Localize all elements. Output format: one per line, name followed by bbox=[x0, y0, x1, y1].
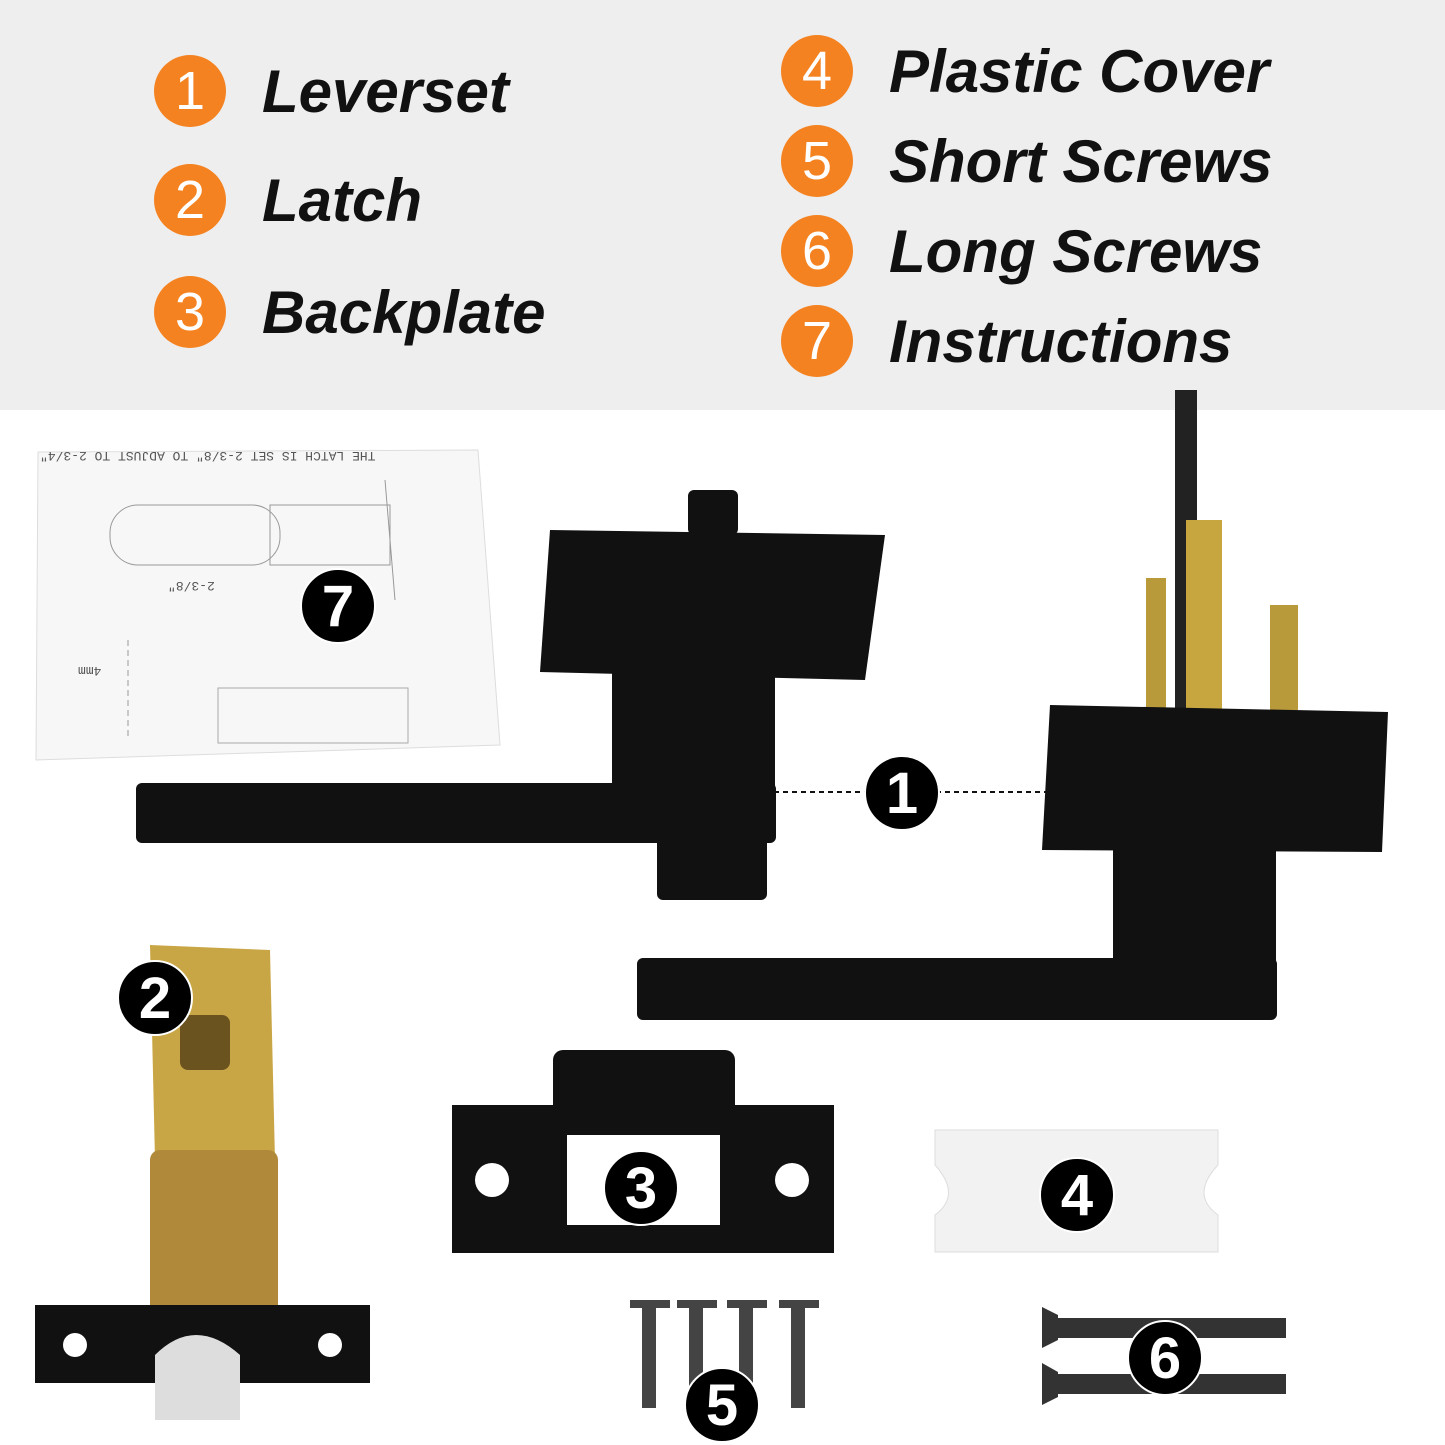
instructions-measure-text: 4mm bbox=[78, 663, 102, 678]
number-badge: 5 bbox=[781, 125, 853, 197]
number-badge: 6 bbox=[781, 215, 853, 287]
leverset-right bbox=[637, 390, 1388, 1020]
number-badge: 4 bbox=[781, 35, 853, 107]
legend-label: Instructions bbox=[889, 307, 1233, 375]
marker-instructions: 7 bbox=[300, 568, 376, 644]
marker-latch: 2 bbox=[117, 960, 193, 1036]
latch bbox=[35, 945, 370, 1420]
number-badge: 1 bbox=[154, 55, 226, 127]
number-badge: 7 bbox=[781, 305, 853, 377]
marker-short-screws: 5 bbox=[684, 1367, 760, 1443]
legend-label: Leverset bbox=[262, 57, 509, 125]
instructions-header-text: THE LATCH IS SET 2-3/8" TO ADJUST TO 2-3… bbox=[40, 448, 376, 463]
number-badge: 2 bbox=[154, 164, 226, 236]
legend-label: Long Screws bbox=[889, 217, 1263, 285]
legend-label: Backplate bbox=[262, 278, 546, 346]
legend-label: Latch bbox=[262, 166, 423, 234]
marker-backplate: 3 bbox=[603, 1150, 679, 1226]
instructions-dimension-text: 2-3/8" bbox=[168, 578, 215, 593]
legend-item-instructions: 7 Instructions bbox=[781, 305, 1232, 377]
number-badge: 3 bbox=[154, 276, 226, 348]
legend-item-long-screws: 6 Long Screws bbox=[781, 215, 1262, 287]
marker-leverset: 1 bbox=[864, 755, 940, 831]
legend-item-plastic-cover: 4 Plastic Cover bbox=[781, 35, 1269, 107]
marker-long-screws: 6 bbox=[1127, 1320, 1203, 1396]
instructions-sheet bbox=[35, 449, 501, 761]
leverset-left bbox=[136, 490, 885, 900]
legend-label: Plastic Cover bbox=[889, 37, 1270, 105]
legend-item-short-screws: 5 Short Screws bbox=[781, 125, 1272, 197]
legend-item-leverset: 1 Leverset bbox=[154, 55, 509, 127]
legend-item-latch: 2 Latch bbox=[154, 164, 422, 236]
legend-band bbox=[0, 0, 1445, 410]
marker-plastic-cover: 4 bbox=[1039, 1157, 1115, 1233]
legend-item-backplate: 3 Backplate bbox=[154, 276, 545, 348]
legend-label: Short Screws bbox=[889, 127, 1273, 195]
